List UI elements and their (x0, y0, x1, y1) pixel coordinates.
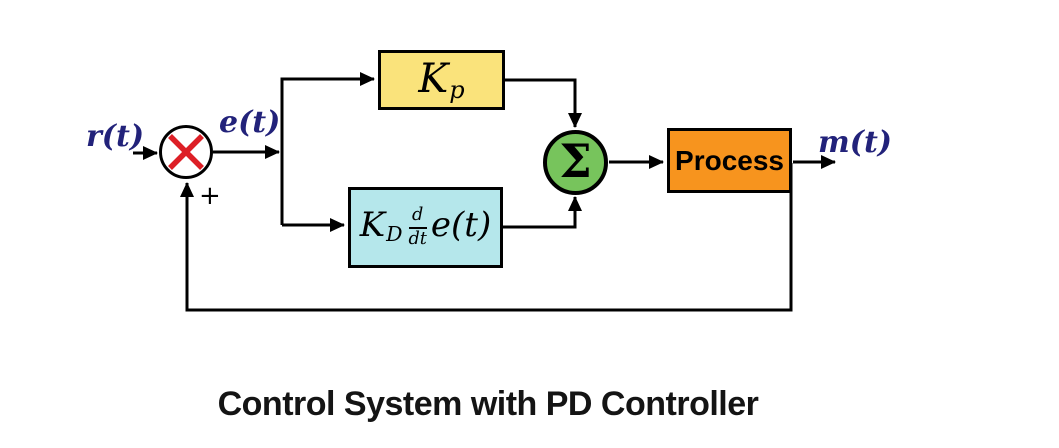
error-signal-label: e(t) (219, 105, 281, 140)
feedback-loop-line (180, 163, 793, 312)
summing-junction (159, 125, 213, 179)
output-signal-label: m(t) (818, 125, 892, 160)
process-block: Process (667, 128, 792, 193)
kp-block: Kp (378, 50, 505, 110)
diagram-title: Control System with PD Controller (217, 385, 759, 423)
sigma-label: Σ (559, 134, 592, 188)
feedback-plus-sign: + (199, 181, 221, 211)
kp-to-sigma-line (505, 78, 582, 128)
input-signal-label: r(t) (86, 119, 145, 154)
kp-label: Kp (418, 56, 465, 104)
junction-x-icon (168, 134, 204, 170)
sigma-summer: Σ (543, 130, 608, 195)
process-label: Process (675, 144, 784, 176)
kd-to-sigma-line (503, 196, 582, 229)
branch-to-kp-line (280, 72, 375, 225)
